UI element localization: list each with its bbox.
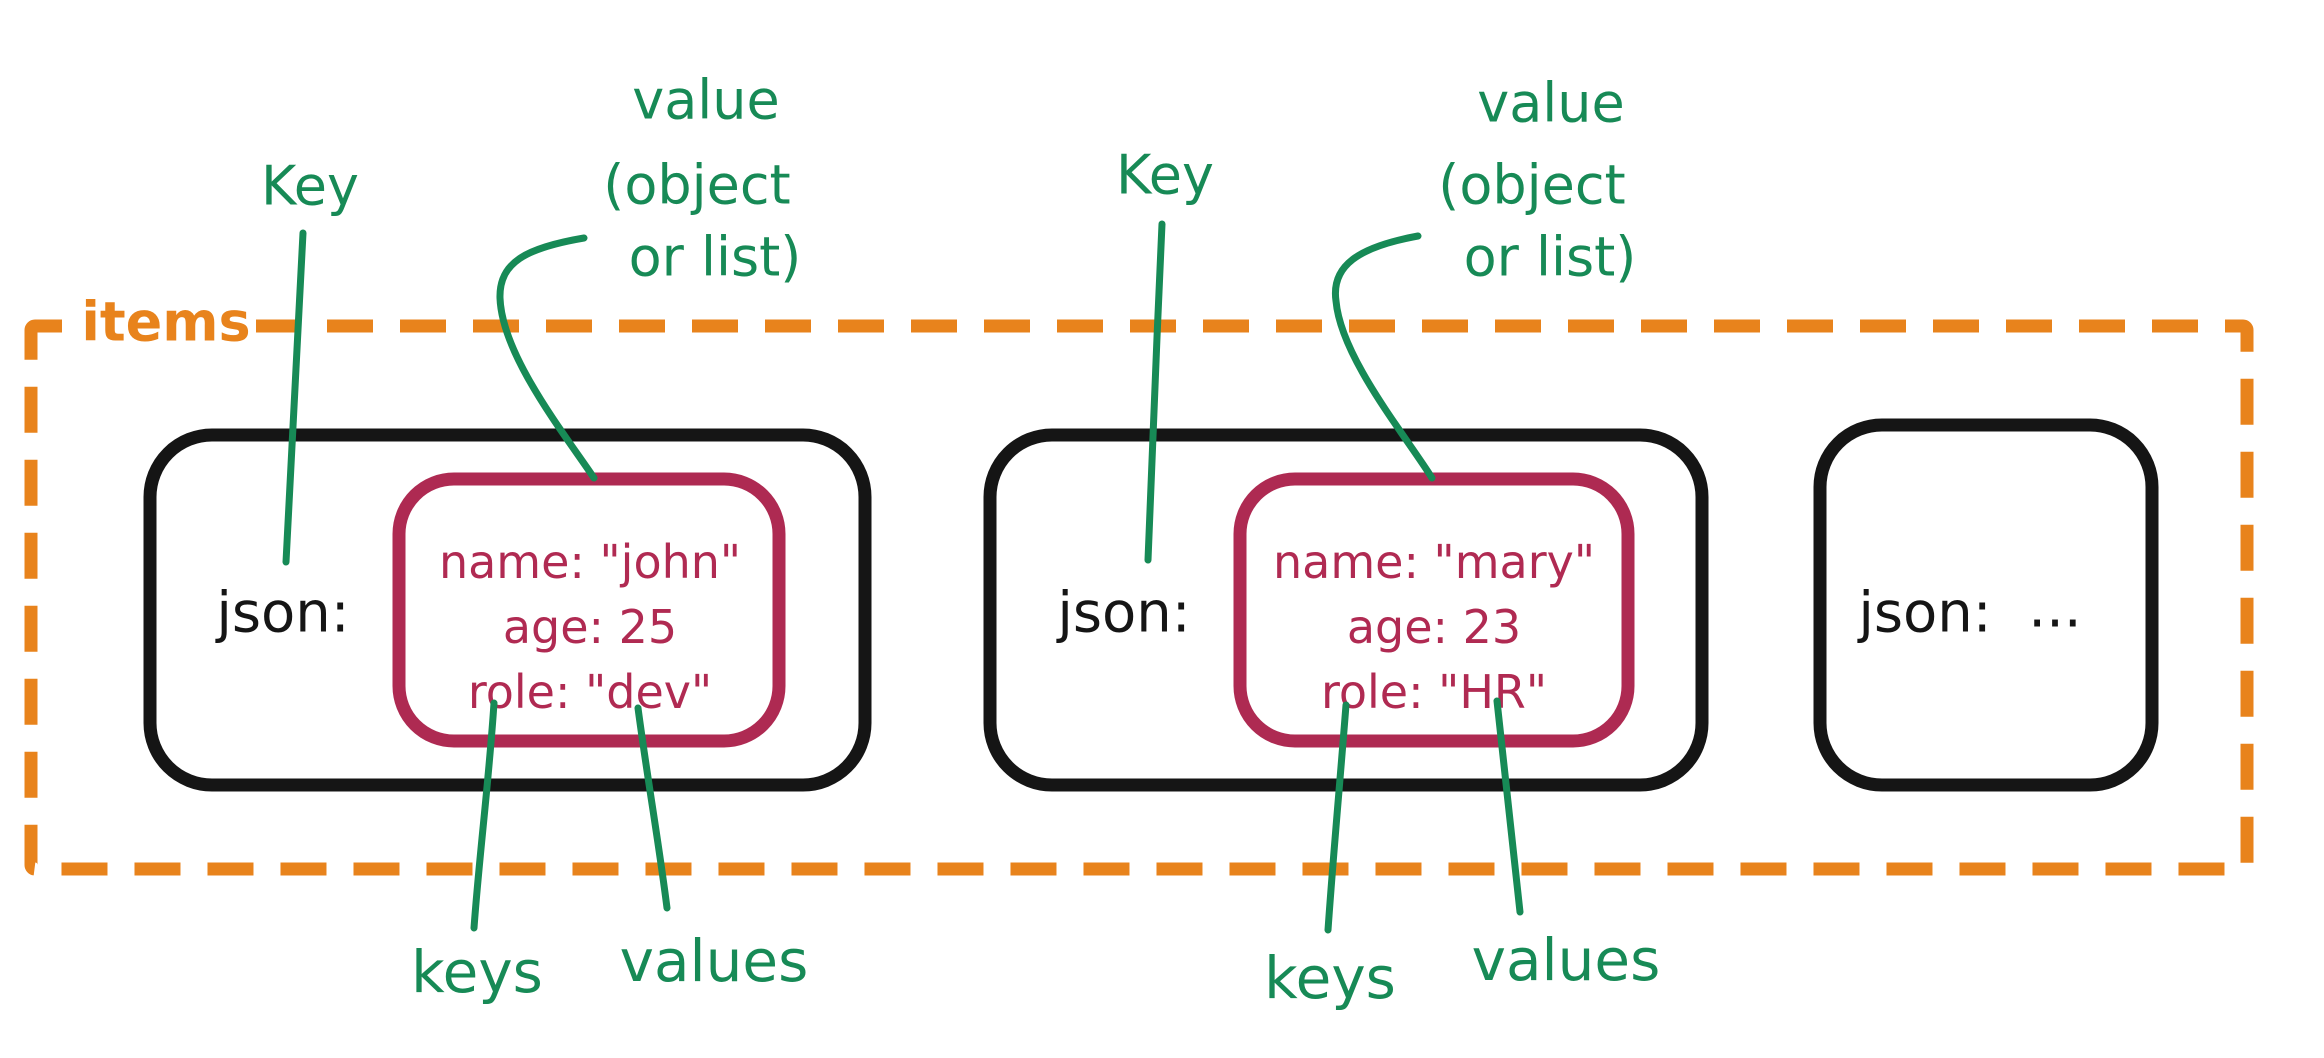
- value-annotation-line2-1: (object: [603, 154, 790, 217]
- keys-pointer-line-2: [1324, 701, 1350, 934]
- items-label-gap: [62, 308, 256, 344]
- items-container-label: items: [81, 291, 250, 354]
- key-annotation-label-2: Key: [1116, 144, 1214, 207]
- keys-pointer-line-1: [470, 699, 498, 932]
- record-2-field-name: name: "mary": [1273, 535, 1595, 589]
- items-container-border: [24, 319, 2254, 876]
- record-1-value-box: [392, 472, 786, 748]
- record-3-ellipsis: ...: [2028, 576, 2081, 641]
- values-annotation-label-1: values: [620, 927, 809, 995]
- values-pointer-line-1: [634, 704, 671, 912]
- record-1-field-age: age: 25: [503, 600, 677, 654]
- value-annotation-line2-2: (object: [1438, 154, 1625, 217]
- record-box-2: [983, 428, 1709, 792]
- values-annotation-label-2: values: [1472, 926, 1661, 994]
- value-annotation-line3-2: or list): [1464, 226, 1637, 289]
- value-annotation-line3-1: or list): [629, 226, 802, 289]
- value-pointer-curve-2: [1331, 232, 1436, 482]
- keys-annotation-label-1: keys: [411, 938, 543, 1006]
- record-3-key: json:: [1856, 581, 1991, 646]
- key-pointer-line-1: [282, 229, 307, 566]
- record-box-3: [1813, 418, 2159, 792]
- record-2-field-role: role: "HR": [1321, 665, 1547, 719]
- values-pointer-line-2: [1493, 697, 1524, 916]
- record-1-field-role: role: "dev": [468, 665, 712, 719]
- record-box-1: [143, 428, 872, 792]
- value-annotation-line1-1: value: [632, 69, 780, 132]
- value-pointer-curve-1: [496, 234, 598, 482]
- record-1-field-name: name: "john": [439, 535, 741, 589]
- keys-annotation-label-2: keys: [1264, 944, 1396, 1012]
- record-2-field-age: age: 23: [1347, 600, 1521, 654]
- value-annotation-line1-2: value: [1477, 72, 1625, 135]
- key-pointer-line-2: [1144, 220, 1166, 564]
- record-2-key: json:: [1055, 581, 1190, 646]
- record-1-key: json:: [214, 581, 349, 646]
- key-annotation-label-1: Key: [261, 155, 359, 218]
